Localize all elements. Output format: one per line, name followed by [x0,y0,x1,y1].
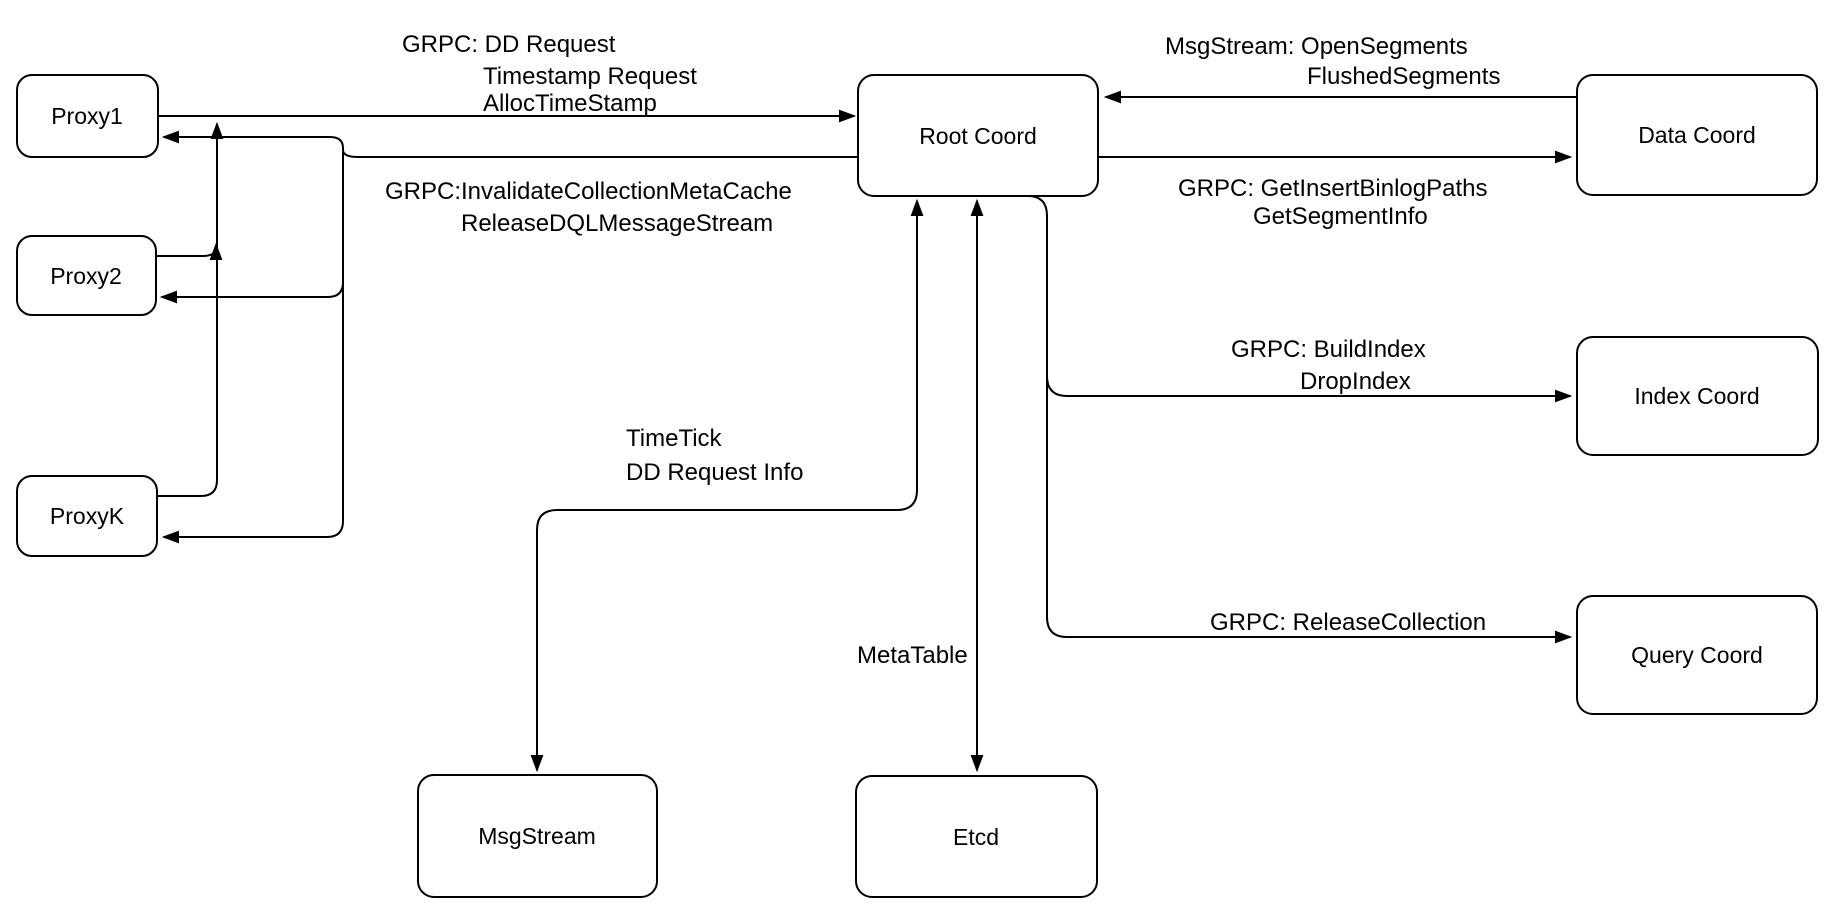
node-proxy1: Proxy1 [16,74,159,158]
node-query-coord-label: Query Coord [1631,642,1763,668]
node-index-coord-box [1576,336,1819,456]
node-msgstream-label: MsgStream [478,823,596,849]
diagram-edges [156,97,1577,770]
node-proxyk-box [16,475,158,557]
edge-proxyk-merge-trunk [157,124,217,497]
edge-root-coord-to-proxy2 [162,281,344,297]
label-timestamp-request: Timestamp Request [483,63,697,90]
node-etcd-box [855,775,1098,898]
label-grpc-releasecollection: GRPC: ReleaseCollection [1210,609,1486,636]
label-dropindex: DropIndex [1300,368,1411,395]
node-etcd-label: Etcd [953,824,999,850]
node-query-coord: Query Coord [1576,595,1818,715]
node-root-coord: Root Coord [857,74,1099,197]
node-proxy1-label: Proxy1 [51,103,123,129]
label-alloctimestamp: AllocTimeStamp [483,90,657,117]
edge-root-coord-to-proxy1 [164,137,858,158]
label-release-dql-messagestream: ReleaseDQLMessageStream [461,210,773,237]
label-metatable: MetaTable [857,642,968,669]
label-flushedsegments: FlushedSegments [1307,63,1500,90]
diagram-nodes: Proxy1 Proxy2 ProxyK Root Coord Data Coo… [16,74,1819,898]
edge-root-coord-msgstream [537,201,917,770]
label-getsegmentinfo: GetSegmentInfo [1253,203,1428,230]
node-proxy2-box [16,235,157,316]
edge-root-coord-to-query-coord [1027,195,1570,637]
diagram-edge-labels: GRPC: DD Request Timestamp Request Alloc… [385,31,1500,669]
label-grpc-buildindex: GRPC: BuildIndex [1231,336,1426,363]
node-proxyk: ProxyK [16,475,158,557]
node-index-coord: Index Coord [1576,336,1819,456]
node-proxy2-label: Proxy2 [50,263,122,289]
edge-root-coord-to-proxyk [164,152,344,537]
node-data-coord-box [1576,74,1818,196]
node-data-coord: Data Coord [1576,74,1818,196]
label-dd-request-info: DD Request Info [626,459,803,486]
label-msgstream-opensegments: MsgStream: OpenSegments [1165,33,1468,60]
label-timetick: TimeTick [626,425,723,452]
node-msgstream: MsgStream [417,774,658,898]
node-proxy1-box [16,74,159,158]
node-proxy2: Proxy2 [16,235,157,316]
label-grpc-dd-request: GRPC: DD Request [402,31,616,58]
node-root-coord-label: Root Coord [919,123,1037,149]
label-getinsertbinlogpaths: GRPC: GetInsertBinlogPaths [1178,175,1487,202]
label-invalidate-collection-metacache: GRPC:InvalidateCollectionMetaCache [385,178,792,205]
node-proxyk-label: ProxyK [50,503,125,529]
node-index-coord-label: Index Coord [1634,383,1759,409]
node-data-coord-label: Data Coord [1638,122,1756,148]
node-root-coord-box [857,74,1099,197]
node-query-coord-box [1576,595,1818,715]
node-etcd: Etcd [855,775,1098,898]
node-msgstream-box [417,774,658,898]
edge-proxy2-merge [156,245,216,256]
edge-root-coord-to-index-coord [1046,375,1570,396]
